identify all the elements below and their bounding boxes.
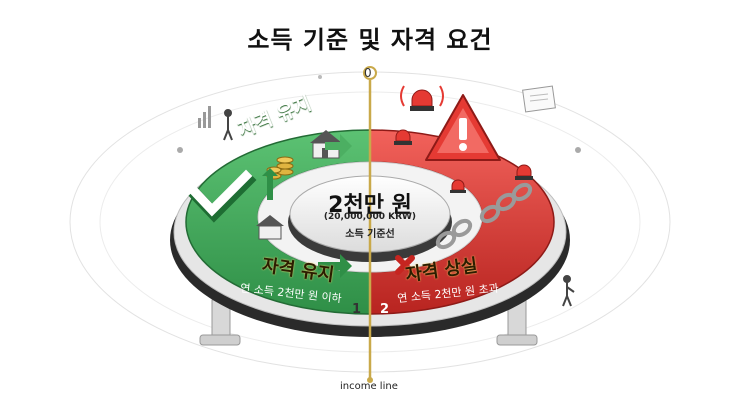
- zone-left-number: 1: [352, 302, 362, 317]
- income-line-end: [367, 377, 373, 383]
- arrow-icon: [262, 134, 352, 278]
- alarm-icon-right: [515, 164, 533, 180]
- document-icon: [522, 85, 556, 113]
- house-icon-small: [256, 215, 284, 240]
- warning-icon: [425, 94, 501, 161]
- alarm-icon-small: [394, 129, 412, 145]
- zone-right-number: 2: [380, 302, 390, 317]
- broken-chain-icon: [435, 182, 533, 250]
- page-title: 소득 기준 및 자격 요건: [247, 26, 493, 54]
- center-amount-krw: (20,000,000 KRW): [323, 212, 417, 222]
- check-icon: [188, 169, 257, 223]
- dot-marker: [575, 147, 581, 153]
- center-subtitle: 소득 기준선: [345, 229, 395, 240]
- support-leg-left: [199, 299, 241, 346]
- person-icon-left: [223, 109, 233, 141]
- person-icon: [562, 275, 575, 307]
- zero-label: 0: [364, 66, 372, 80]
- x-icon: [395, 255, 415, 275]
- alarm-icon: [400, 85, 444, 111]
- zero-marker: [363, 66, 377, 80]
- bar-chart-icon: [198, 106, 211, 128]
- dot-marker: [177, 147, 183, 153]
- alarm-icon-inner: [450, 179, 466, 193]
- support-leg-right: [496, 299, 538, 346]
- center-amount: 2천만 원: [328, 193, 412, 218]
- income-line-label: income line: [340, 381, 398, 392]
- dot-marker: [318, 75, 322, 79]
